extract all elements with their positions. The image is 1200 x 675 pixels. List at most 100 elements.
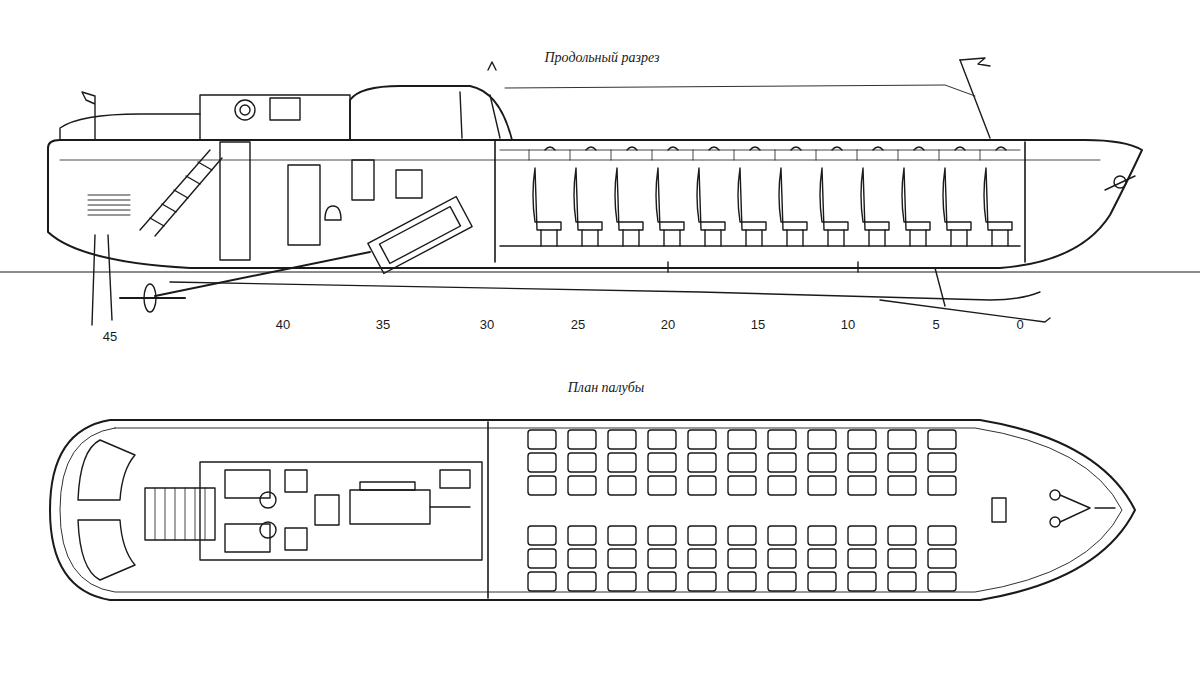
frame-number: 5 [932,318,939,332]
stairs [155,488,205,540]
cabin-floor [500,245,1020,246]
seat [697,168,725,230]
seat [608,526,636,545]
anchor [1114,176,1126,188]
seat [608,549,636,568]
seat-leg [787,230,803,246]
frame [570,150,571,160]
mast [960,60,990,138]
seat [574,168,602,230]
lamp [586,147,596,150]
seat [615,168,643,230]
engine [360,482,415,490]
toilet [260,492,276,508]
seat [528,572,556,591]
cabin-wall [495,140,1025,262]
frame [980,150,981,160]
seat [688,430,716,449]
seat [568,430,596,449]
frame [775,150,776,160]
seat [820,168,848,230]
entry-steps [992,498,1006,522]
seat [648,549,676,568]
lamp [832,147,842,150]
keel-line [170,282,1040,300]
toilet [260,522,276,538]
frame [652,150,653,160]
life-ring [240,105,250,115]
view-title: Продольный разрез [544,50,659,65]
seat [768,572,796,591]
seat [848,572,876,591]
seat [808,526,836,545]
stern-railing [60,114,200,140]
lamp [545,147,555,150]
stairs [150,162,212,226]
frame [693,150,694,160]
seat [738,168,766,230]
seat-leg [705,230,721,246]
seat [768,453,796,472]
stairs [140,150,222,236]
foil-strut [935,268,945,306]
seat [568,572,596,591]
hatch [270,98,300,120]
cabinet [285,528,307,550]
seat [528,549,556,568]
seat [808,549,836,568]
anchor-chain [1060,495,1090,522]
seat [568,526,596,545]
rudder [92,235,112,325]
interior-wall [220,142,250,260]
lamp [873,147,883,150]
seat [688,526,716,545]
seat [808,572,836,591]
seat [608,476,636,495]
cabinet [288,165,320,245]
seat [888,572,916,591]
frame [668,262,858,272]
seat-grid [528,430,956,591]
seat [888,526,916,545]
seat [848,453,876,472]
seat [728,549,756,568]
frame [734,150,735,160]
propeller [144,284,156,312]
lamp [627,147,637,150]
waterline [0,271,1200,272]
antenna-wire [505,85,975,96]
seat-leg [828,230,844,246]
seat [943,168,971,230]
seat [888,476,916,495]
cabinet [225,524,270,552]
seat [688,453,716,472]
seat [728,526,756,545]
seat [768,476,796,495]
seat [808,430,836,449]
frame [816,150,817,160]
seat [888,453,916,472]
lamp [996,147,1006,150]
seat-leg [582,230,598,246]
wheelhouse [350,86,512,140]
grating [88,195,130,215]
cabinet [285,470,307,492]
seat [648,526,676,545]
seat [533,168,561,230]
seat [928,549,956,568]
seat [728,572,756,591]
seat [768,430,796,449]
frame [898,150,899,160]
seat [528,453,556,472]
seat [848,430,876,449]
lamp [914,147,924,150]
seat [688,476,716,495]
seat [728,476,756,495]
seat-leg [664,230,680,246]
seat [648,572,676,591]
seat [808,453,836,472]
frame [939,150,940,160]
lamp [668,147,678,150]
seat [928,453,956,472]
engine-room [200,462,482,560]
